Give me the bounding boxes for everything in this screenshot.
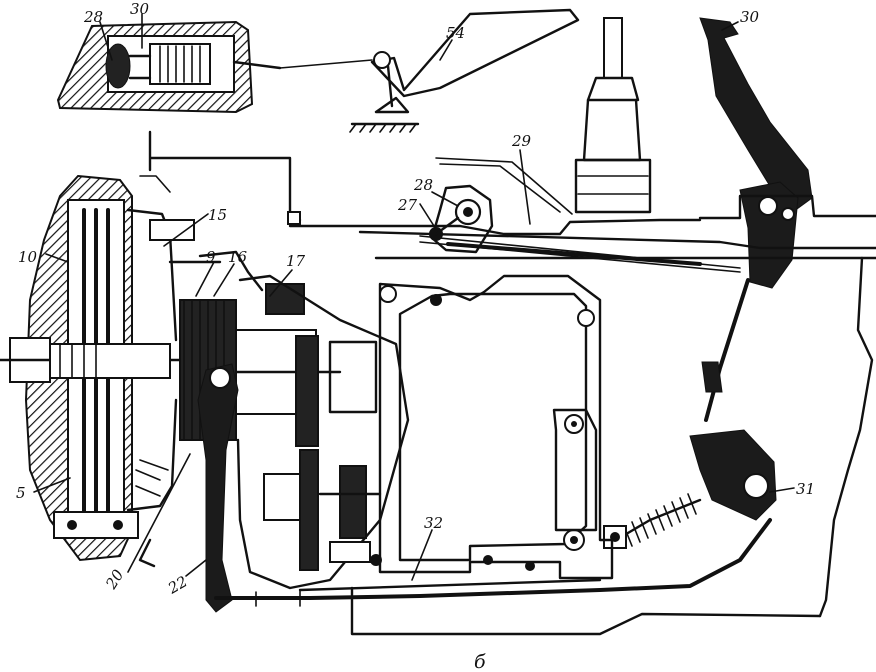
clutch-pedal-30 [699, 17, 813, 289]
callout-30-top: 30 [130, 0, 150, 18]
callout-9: 9 [206, 248, 216, 266]
callout-10: 10 [18, 248, 38, 266]
callout-27: 27 [397, 196, 418, 214]
callout-15: 15 [208, 206, 227, 224]
gearbox-cover-plate [370, 274, 614, 580]
callout-31: 31 [796, 480, 815, 498]
sheet-letter: б [474, 651, 486, 672]
gearbox-top-deck [148, 130, 876, 273]
pedal-rod-assembly [603, 278, 777, 549]
shift-lever-housing [574, 17, 652, 214]
callout-5: 5 [16, 484, 26, 502]
callout-30-pedal: 30 [740, 8, 760, 26]
crankcase-outline [350, 256, 876, 636]
callout-28: 28 [413, 176, 433, 194]
callout-29: 29 [511, 132, 532, 150]
callout-17: 17 [286, 252, 306, 270]
callout-54: 54 [446, 24, 465, 42]
callout-32: 32 [424, 514, 443, 532]
clutch-housing [0, 174, 195, 562]
release-fork-linkage [138, 363, 772, 613]
leader-lines [33, 13, 795, 581]
pedal-lever-54 [349, 8, 580, 133]
callout-16: 16 [228, 248, 248, 266]
linkage-bracket-27 [429, 184, 702, 266]
callout-28-top: 28 [83, 8, 103, 26]
callout-20: 20 [102, 566, 128, 593]
release-gear-assembly [168, 250, 410, 590]
